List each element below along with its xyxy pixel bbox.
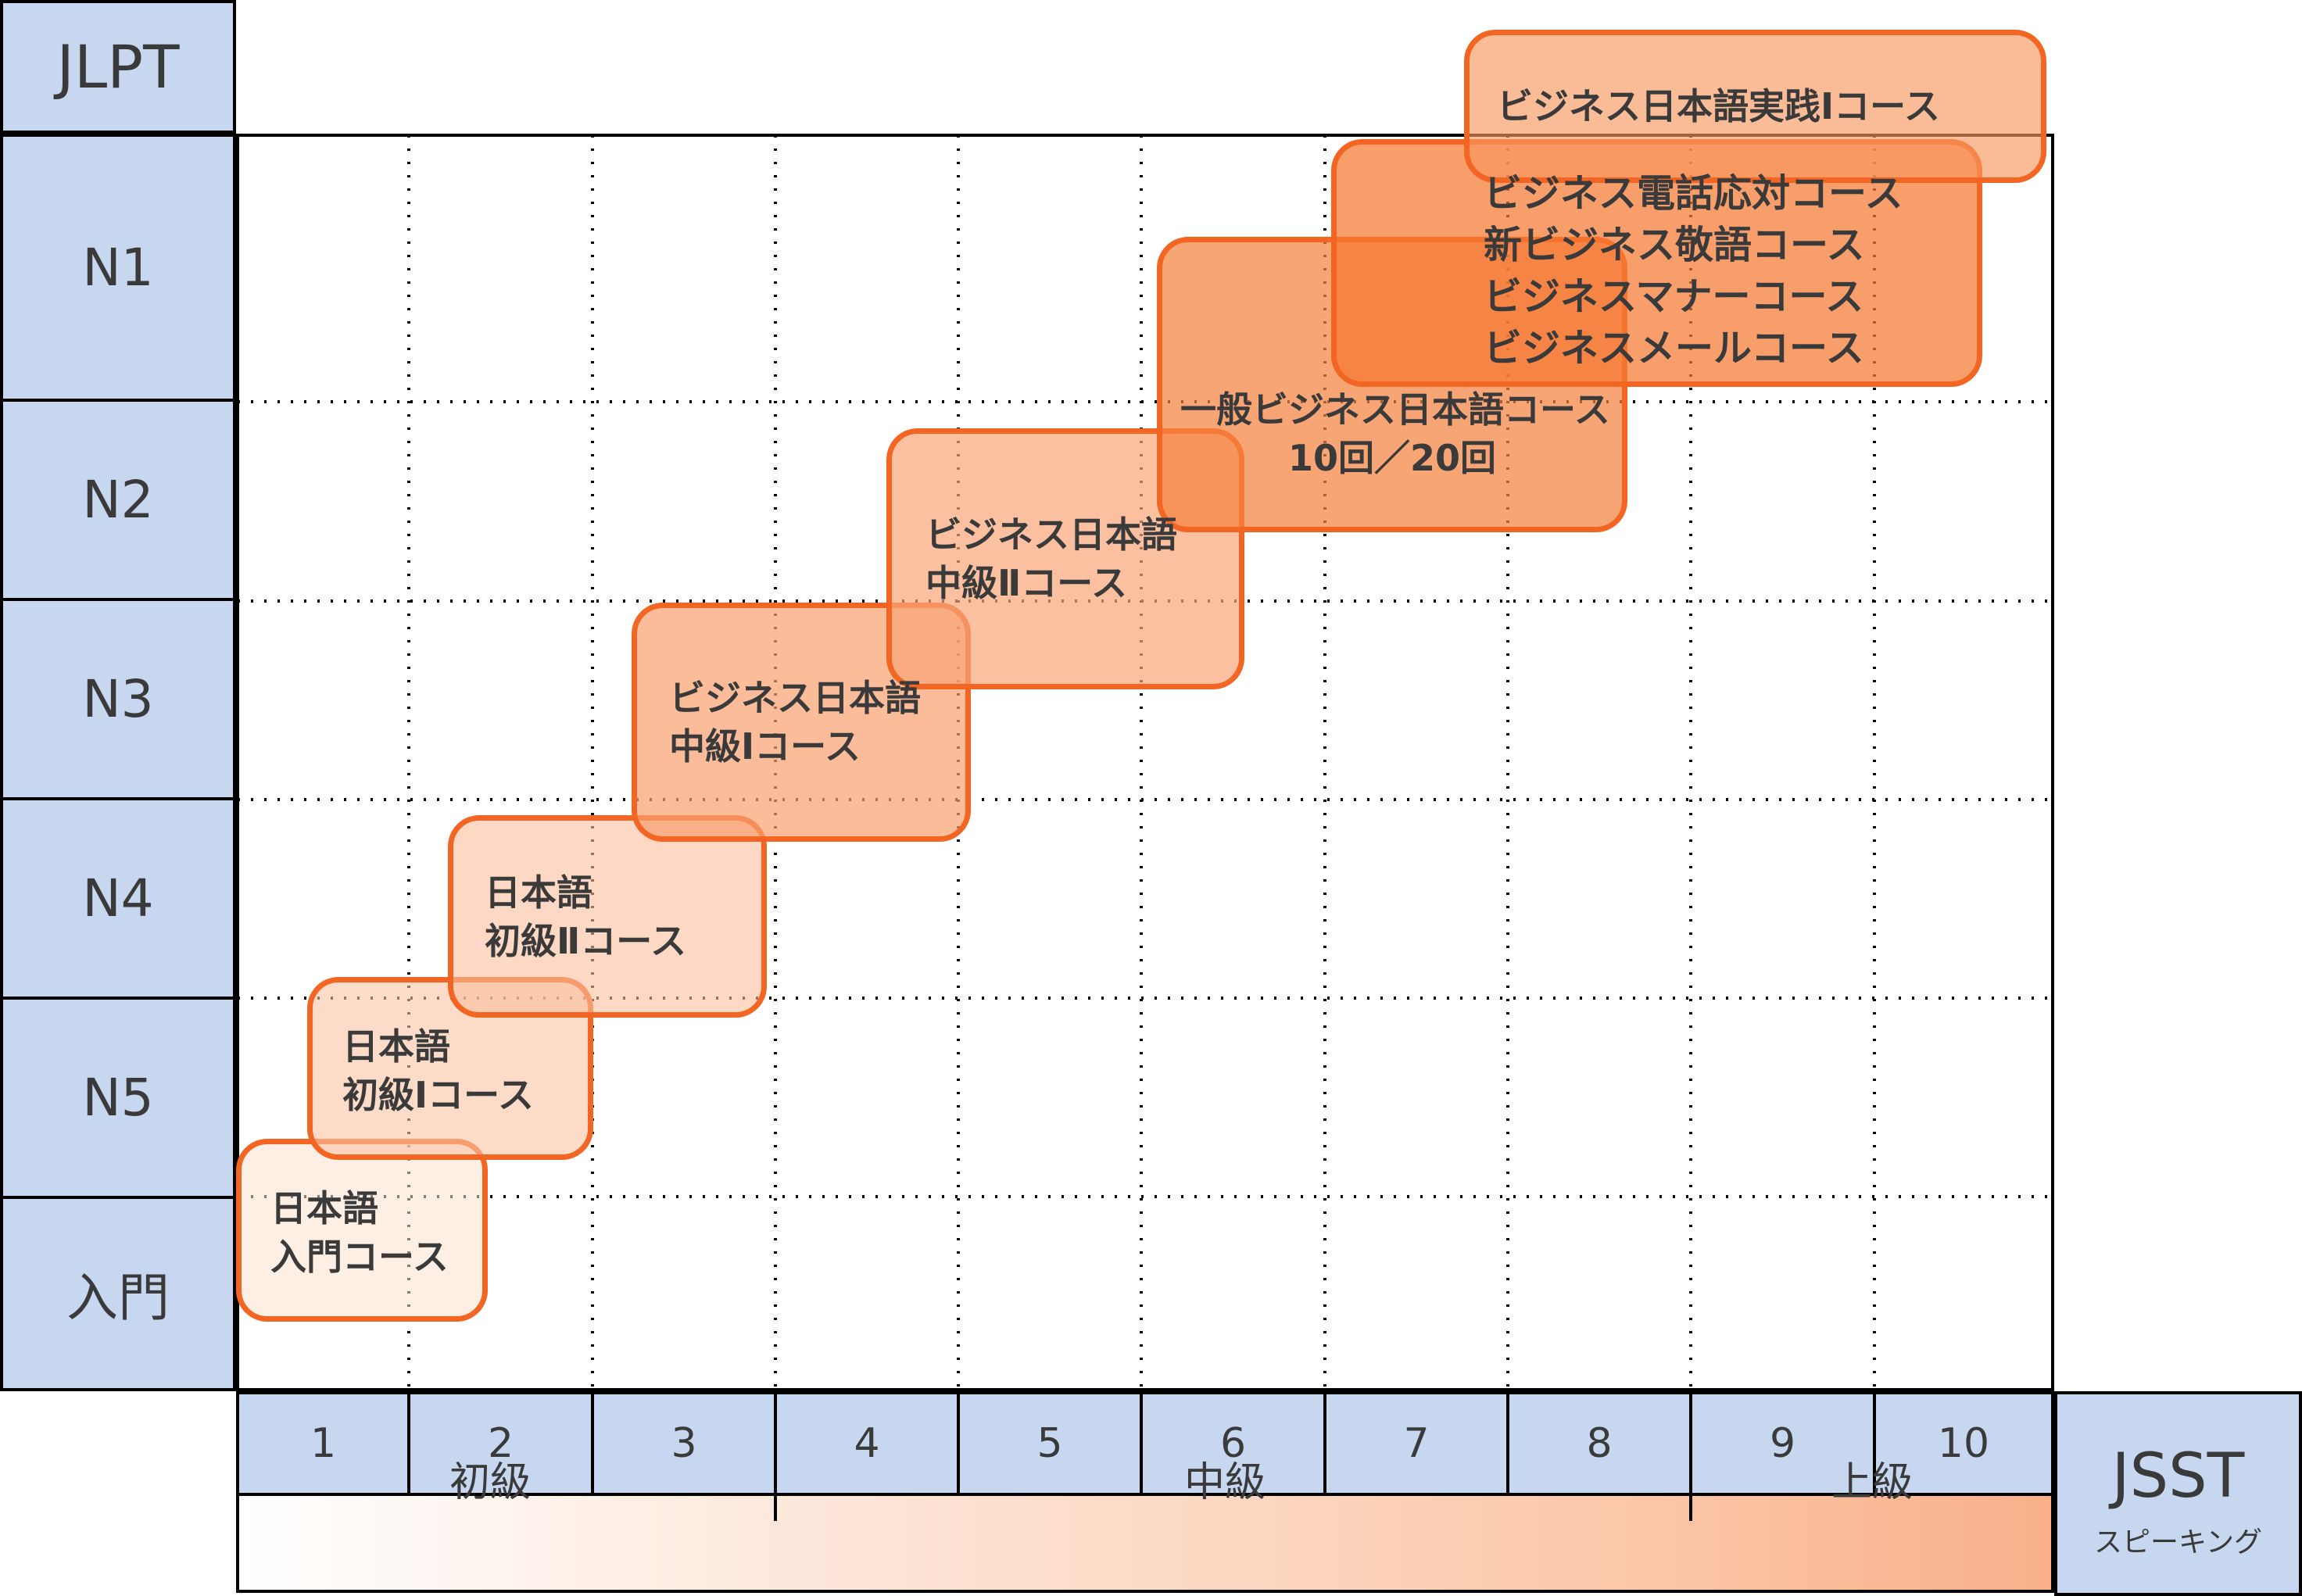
course-label-business-specialty: ビジネス電話応対コース 新ビジネス敬語コース ビジネスマナーコース ビジネスメー… bbox=[1484, 168, 1903, 374]
course-label-beginner-2: 日本語 初級Ⅱコース bbox=[485, 868, 686, 965]
course-line: 新ビジネス敬語コース bbox=[1484, 223, 1865, 267]
course-line: 日本語 bbox=[485, 871, 593, 914]
course-label-business-intermediate-1: ビジネス日本語 中級Ⅰコース bbox=[669, 674, 921, 771]
course-label-intro: 日本語 入門コース bbox=[270, 1184, 449, 1281]
jsst-header: JSST スピーキング bbox=[2054, 1391, 2302, 1596]
jsst-title: JSST bbox=[2111, 1441, 2245, 1512]
jlpt-header: JLPT bbox=[0, 0, 236, 134]
course-line: ビジネスメールコース bbox=[1484, 326, 1864, 370]
jsst-score-5: 5 bbox=[957, 1391, 1143, 1496]
jlpt-level-n2: N2 bbox=[0, 399, 236, 601]
jsst-score-6: 6 bbox=[1140, 1391, 1326, 1496]
jsst-score-8: 8 bbox=[1506, 1391, 1692, 1496]
course-line: ビジネス日本語 bbox=[925, 514, 1177, 556]
course-line: ビジネス日本語 bbox=[669, 677, 921, 719]
course-line: 日本語 bbox=[270, 1187, 378, 1229]
jlpt-level-n4: N4 bbox=[0, 797, 236, 1000]
jlpt-level-n3: N3 bbox=[0, 598, 236, 800]
course-label-general-business: 一般ビジネス日本語コース 10回／20回 bbox=[1180, 385, 1610, 482]
course-line: ビジネスマナーコース bbox=[1484, 274, 1864, 319]
jsst-subtitle: スピーキング bbox=[2094, 1526, 2262, 1558]
course-line: ビジネス日本語実践Ⅰコース bbox=[1497, 85, 1940, 127]
course-label-business-intermediate-2: ビジネス日本語 中級Ⅱコース bbox=[925, 510, 1177, 607]
band-label-intermediate: 中級 bbox=[1184, 1459, 1266, 1506]
course-line: ビジネス電話応対コース bbox=[1484, 171, 1903, 216]
course-line: 初級Ⅱコース bbox=[485, 920, 686, 962]
jsst-score-4: 4 bbox=[774, 1391, 960, 1496]
course-label-business-practice-1: ビジネス日本語実践Ⅰコース bbox=[1497, 82, 1940, 131]
course-line: 中級Ⅱコース bbox=[925, 562, 1127, 604]
level-gradient-bar bbox=[236, 1493, 2054, 1593]
jlpt-level-n5: N5 bbox=[0, 997, 236, 1199]
band-label-beginner: 初級 bbox=[449, 1459, 532, 1506]
course-line: 入門コース bbox=[270, 1236, 449, 1278]
course-line: 中級Ⅰコース bbox=[669, 725, 861, 768]
course-label-beginner-1: 日本語 初級Ⅰコース bbox=[342, 1022, 534, 1119]
course-line: 初級Ⅰコース bbox=[342, 1074, 534, 1116]
course-line: 10回／20回 bbox=[1287, 437, 1497, 479]
jlpt-level-intro: 入門 bbox=[0, 1196, 236, 1391]
course-box-beginner-2 bbox=[448, 815, 767, 1018]
course-box-business-practice-1 bbox=[1464, 30, 2046, 183]
grid-frame bbox=[236, 134, 2054, 1391]
course-line: 日本語 bbox=[342, 1025, 450, 1068]
band-label-advanced: 上級 bbox=[1831, 1459, 1914, 1506]
course-line: 一般ビジネス日本語コース bbox=[1180, 388, 1610, 431]
